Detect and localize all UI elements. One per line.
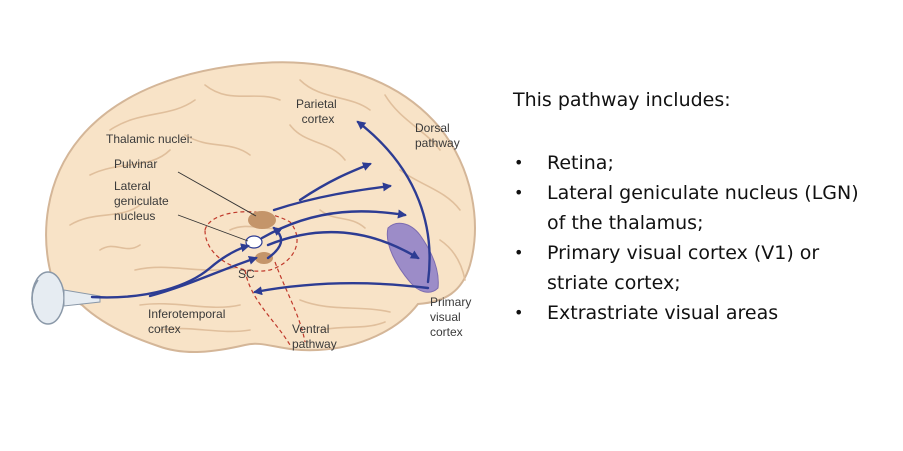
- list-item-retina: • Retina;: [513, 148, 898, 178]
- pulvinar-to-extrastriate-arrow-2: [298, 162, 372, 202]
- list-item-v1: • Primary visual cortex (V1) or striate …: [513, 238, 898, 298]
- bullet-icon: •: [514, 303, 524, 322]
- v1-to-inferotemporal-arrow: [253, 282, 430, 296]
- list-item-text: Primary visual cortex (V1) or: [547, 242, 820, 264]
- list-item-text: Lateral geniculate nucleus (LGN): [547, 182, 859, 204]
- pathway-text-panel: This pathway includes: • Retina; • Later…: [513, 86, 898, 328]
- brainstem-dashed-outline-2: [274, 261, 306, 343]
- lgn-label: Lateral geniculate nucleus: [114, 179, 172, 223]
- pulvinar-to-extrastriate-arrow-1: [272, 182, 392, 212]
- retina-to-sc-arrow: [148, 255, 258, 298]
- pulvinar-label: Pulvinar: [114, 157, 157, 171]
- parietal-cortex-label: Parietal cortex: [296, 97, 340, 126]
- sc-region: [255, 252, 273, 264]
- dorsal-pathway-label: Dorsal pathway: [415, 121, 460, 150]
- lgn-to-v1-arrow: [260, 209, 407, 240]
- eye: [31, 271, 101, 325]
- retina-to-lgn-arrow: [90, 243, 250, 299]
- pathway-heading: This pathway includes:: [513, 89, 731, 111]
- sc-label: SC: [238, 267, 255, 281]
- lgn-region: [245, 235, 263, 249]
- pathway-list: • Retina; • Lateral geniculate nucleus (…: [513, 148, 898, 328]
- v1-to-parietal-arrow: [356, 120, 431, 284]
- ventral-pathway-label: Ventral pathway: [292, 322, 337, 351]
- bullet-icon: •: [514, 153, 524, 172]
- bullet-icon: •: [514, 243, 524, 262]
- visual-pathway-diagram: Parietal cortex Dorsal pathway Thalamic …: [31, 61, 476, 353]
- brain-gyri: [69, 79, 466, 333]
- primary-visual-cortex-label: Primary visual cortex: [430, 295, 475, 339]
- list-item-text-cont: striate cortex;: [547, 272, 681, 294]
- thalamus-dashed-outline: [204, 211, 298, 272]
- pulvinar-pointer: [177, 171, 257, 217]
- list-item-text: Extrastriate visual areas: [547, 302, 779, 324]
- inferotemporal-cortex-label: Inferotemporal cortex: [148, 307, 229, 336]
- brainstem-dashed-outline: [244, 269, 291, 346]
- list-item-lgn: • Lateral geniculate nucleus (LGN) of th…: [513, 178, 898, 238]
- brain-shape: [45, 61, 476, 353]
- lgn-to-v1-lower-arrow: [266, 230, 420, 260]
- bullet-icon: •: [514, 183, 524, 202]
- thalamic-nuclei-label: Thalamic nuclei:: [106, 132, 193, 146]
- list-item-text: Retina;: [547, 152, 614, 174]
- lgn-pointer: [177, 214, 249, 242]
- list-item-text-cont: of the thalamus;: [547, 212, 704, 234]
- list-item-extrastriate: • Extrastriate visual areas: [513, 298, 898, 328]
